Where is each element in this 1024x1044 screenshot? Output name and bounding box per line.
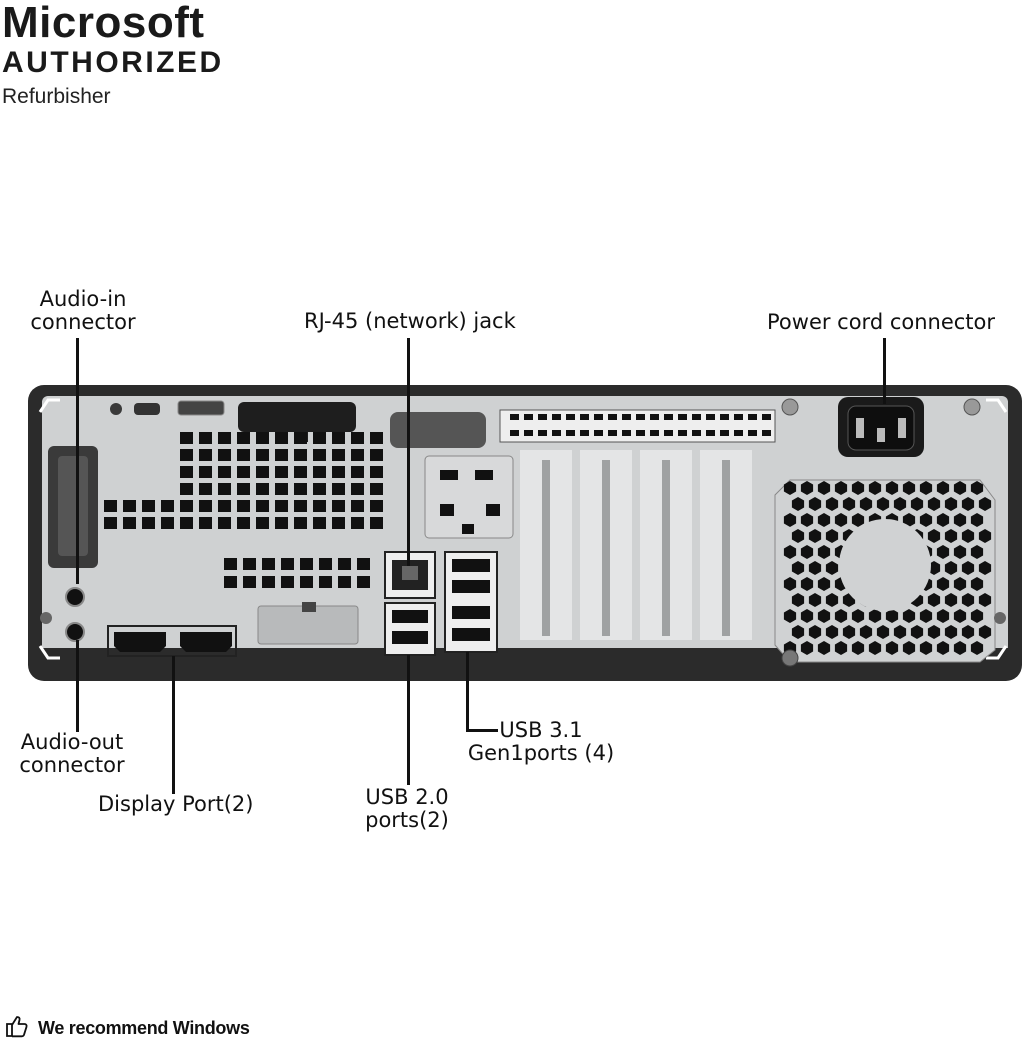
label-audio-in-line1: Audio-in [39, 287, 127, 311]
label-usb31-line1: USB 3.1 [499, 718, 583, 742]
brand-microsoft: Microsoft [2, 0, 205, 47]
vent-grid [104, 432, 383, 529]
brand-refurbisher: Refurbisher [2, 85, 111, 108]
leader-audio-out [76, 640, 79, 732]
label-audio-out-line2: connector [19, 753, 125, 777]
label-audio-in: Audio-in connector [26, 288, 140, 334]
label-rj45: RJ-45 (network) jack [304, 309, 516, 333]
thumbs-up-icon [4, 1013, 30, 1044]
label-audio-out: Audio-out connector [14, 731, 130, 777]
footer-text: We recommend Windows [38, 1018, 250, 1038]
label-audio-out-line1: Audio-out [20, 730, 124, 754]
usb3-port-3 [452, 606, 490, 619]
leader-power [883, 338, 886, 404]
usb3-port-2 [452, 580, 490, 593]
label-power-cord: Power cord connector [767, 310, 996, 334]
label-usb31: USB 3.1 Gen1ports (4) [466, 719, 616, 765]
label-usb2-line2: ports(2) [365, 808, 449, 832]
leader-rj45 [407, 338, 410, 566]
label-usb2-line1: USB 2.0 [365, 785, 449, 809]
footer-recommendation: We recommend Windows [4, 1013, 250, 1044]
leader-display-port [172, 656, 175, 794]
audio-in-jack [65, 587, 85, 607]
usb2-port-1 [392, 610, 428, 623]
security-slot [134, 403, 160, 415]
leader-usb31-horizontal [466, 729, 498, 732]
leader-audio-in [76, 338, 79, 584]
label-audio-in-line2: connector [30, 310, 136, 334]
chassis-handle [238, 402, 356, 432]
label-display-port: Display Port(2) [98, 792, 254, 816]
usb2-port-2 [392, 631, 428, 644]
leader-usb2 [407, 655, 410, 785]
microsoft-authorized-refurbisher-logo: Microsoft AUTHORIZED Refurbisher [2, 0, 224, 112]
brand-authorized: AUTHORIZED [2, 46, 224, 79]
display-port-2 [180, 632, 232, 652]
usb3-port-4 [452, 628, 490, 641]
usb3-port-1 [452, 559, 490, 572]
leader-usb31-vertical [466, 652, 469, 731]
display-port-1 [114, 632, 166, 652]
label-usb2: USB 2.0 ports(2) [360, 786, 454, 832]
audio-out-jack [65, 622, 85, 642]
label-usb31-line2: Gen1ports (4) [467, 741, 615, 765]
screw-hole [110, 403, 122, 415]
